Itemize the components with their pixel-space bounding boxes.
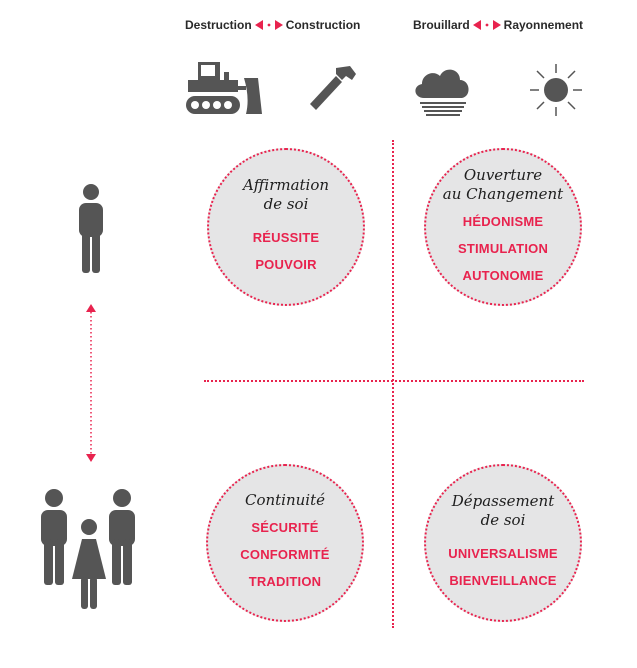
hammer-icon <box>306 62 362 123</box>
axis-label-destruction-construction: Destruction Construction <box>185 18 360 32</box>
quadrant-title: Dépassement de soi <box>452 492 555 530</box>
value-label: STIMULATION <box>457 240 549 256</box>
quadrant-ouverture-au-changement: Ouverture au Changement HÉDONISME STIMUL… <box>424 148 582 306</box>
value-label: UNIVERSALISME <box>448 546 558 561</box>
sun-icon <box>526 60 586 125</box>
quadrant-depassement-de-soi: Dépassement de soi UNIVERSALISME BIENVEI… <box>424 464 582 622</box>
double-arrow-icon <box>254 20 283 30</box>
value-label: SÉCURITÉ <box>251 520 319 535</box>
quadrant-title-line: Dépassement <box>451 492 555 510</box>
value-label: CONFORMITÉ <box>240 547 330 562</box>
double-arrow-icon <box>472 20 501 30</box>
value-label: AUTONOMIE <box>462 267 544 283</box>
value-label: RÉUSSITE <box>252 230 320 245</box>
quadrant-continuite: Continuité SÉCURITÉ CONFORMITÉ TRADITION <box>206 464 364 622</box>
quadrant-title: Affirmation de soi <box>243 176 329 214</box>
label-construction: Construction <box>285 18 361 32</box>
axis-label-brouillard-rayonnement: Brouillard Rayonnement <box>413 18 583 32</box>
value-label: BIENVEILLANCE <box>449 573 557 588</box>
value-label: POUVOIR <box>255 257 317 272</box>
cloud-fog-icon <box>410 62 476 127</box>
family-icon <box>38 487 140 616</box>
label-destruction: Destruction <box>185 18 252 32</box>
label-rayonnement: Rayonnement <box>503 18 584 32</box>
quadrant-affirmation-de-soi: Affirmation de soi RÉUSSITE POUVOIR <box>207 148 365 306</box>
quadrant-title-line: au Changement <box>442 184 564 203</box>
person-icon <box>76 183 106 280</box>
label-brouillard: Brouillard <box>413 18 470 32</box>
quadrant-title: Ouverture au Changement <box>443 166 563 204</box>
vertical-divider <box>392 140 394 628</box>
bulldozer-icon <box>184 58 264 125</box>
horizontal-divider <box>204 380 584 382</box>
value-label: TRADITION <box>248 574 322 589</box>
quadrant-title-line: Ouverture <box>463 165 543 184</box>
quadrant-title-line: Continuité <box>244 491 326 509</box>
value-label: HÉDONISME <box>462 213 544 229</box>
quadrant-title: Continuité <box>245 491 325 510</box>
quadrant-title-line: Affirmation <box>242 176 330 194</box>
vertical-double-arrow <box>86 304 96 467</box>
quadrant-title-line: de soi <box>263 195 309 213</box>
quadrant-title-line: de soi <box>480 511 526 529</box>
